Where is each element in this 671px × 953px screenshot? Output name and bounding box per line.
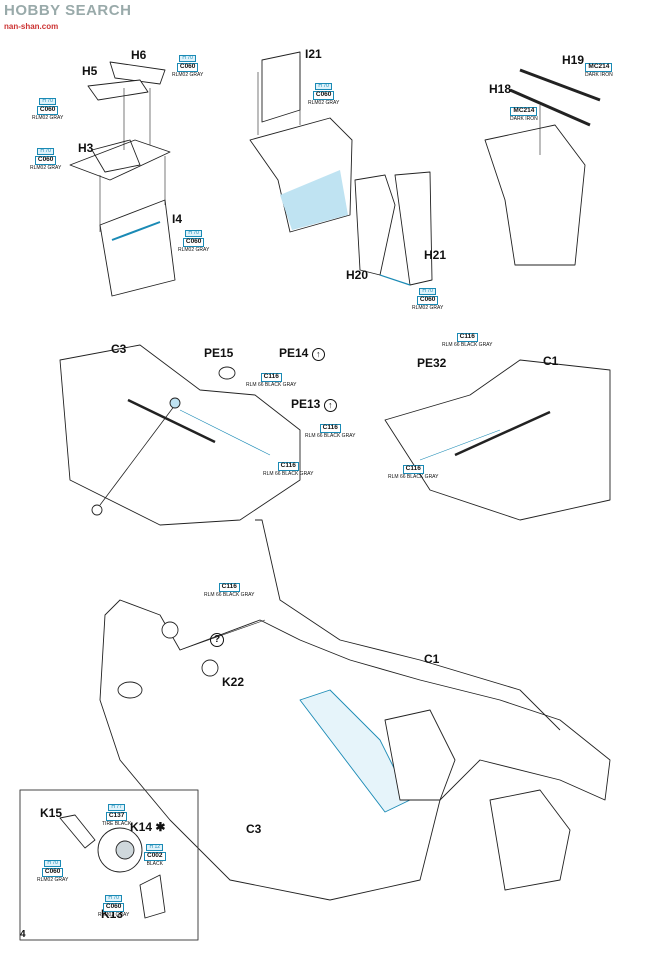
side-frames-drawing <box>354 171 433 286</box>
part-label-h6: H6 <box>131 48 147 62</box>
part-label-pe32: PE32 <box>417 356 447 370</box>
part-label-i21: I21 <box>305 47 322 61</box>
part-label-h21: H21 <box>424 248 447 262</box>
part-label-pe13: PE13 ↑ <box>291 397 337 412</box>
watermark-url: nan-shan.com <box>4 22 59 31</box>
part-label-h19: H19 <box>562 53 585 67</box>
guns-drawing <box>484 68 601 266</box>
part-label-h5: H5 <box>82 64 98 78</box>
unknown-symbol-icon: ? <box>210 633 224 647</box>
part-label-c3: C3 <box>246 822 262 836</box>
part-label-pe15: PE15 <box>204 346 234 360</box>
wheel-inset-drawing <box>19 789 199 941</box>
part-label-pe14: PE14 ↑ <box>279 346 325 361</box>
cockpit-left-drawing <box>59 344 301 526</box>
part-label-c1: C1 <box>424 652 440 666</box>
part-label-i4: I4 <box>172 212 183 226</box>
instrument-panel-drawing <box>249 51 353 233</box>
watermark-brand: HOBBY SEARCH <box>4 2 132 19</box>
part-label-k22: K22 <box>222 675 245 689</box>
part-label-h18: H18 <box>489 82 512 96</box>
part-label-c1-top: C1 <box>543 354 559 368</box>
part-label-k15: K15 <box>40 806 63 820</box>
part-label-h20: H20 <box>346 268 369 282</box>
star-icon: ✱ <box>155 820 166 834</box>
page-number: 4 <box>20 929 26 940</box>
part-label-c3-top: C3 <box>111 342 127 356</box>
seat-assembly-drawing <box>69 61 176 297</box>
attention-arrow-icon: ↑ <box>311 348 325 361</box>
attention-arrow-icon: ↑ <box>323 399 337 412</box>
fuselage-drawing <box>99 519 611 901</box>
part-label-h3: H3 <box>78 141 94 155</box>
cockpit-right-drawing <box>384 359 611 521</box>
part-label-k14: K14 ✱ <box>130 820 166 834</box>
